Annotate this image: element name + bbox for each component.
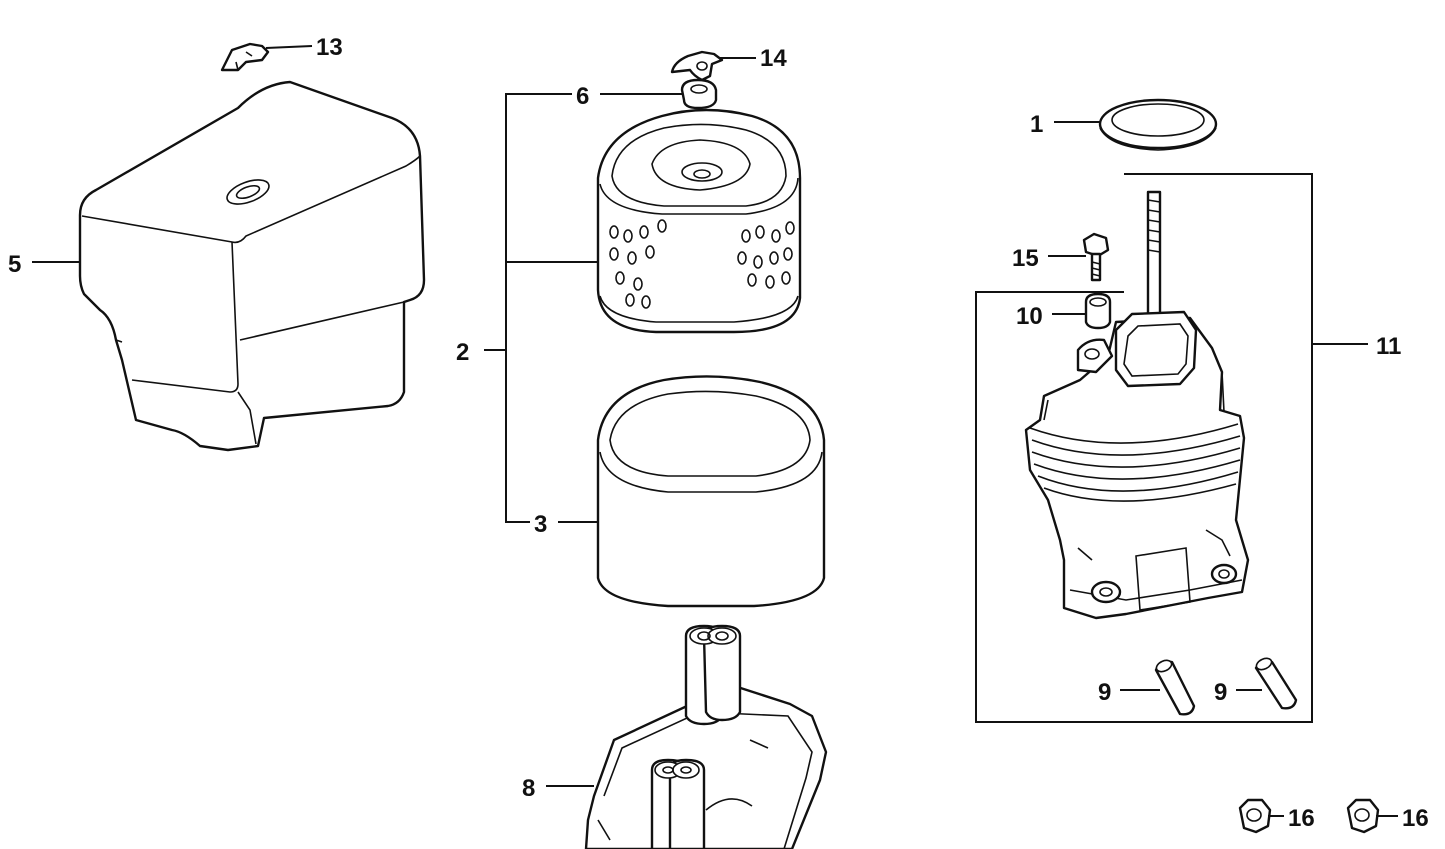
foam-element-part-3 — [596, 375, 826, 608]
filter-element-outer — [596, 108, 802, 334]
callout-2: 2 — [456, 339, 469, 366]
gasket-part-1 — [1098, 98, 1218, 151]
bolt-part-15 — [1082, 232, 1110, 282]
grommet-part-6 — [680, 78, 718, 110]
callout-14: 14 — [760, 45, 787, 72]
tube-part-9-right — [1254, 657, 1298, 710]
callout-10: 10 — [1016, 303, 1043, 330]
callout-15: 15 — [1012, 245, 1039, 272]
leader-13 — [265, 45, 313, 49]
callout-16-left: 16 — [1288, 805, 1315, 832]
tube-part-9-left — [1154, 659, 1196, 716]
callout-11: 11 — [1376, 333, 1401, 360]
wing-nut-part-13 — [220, 42, 270, 72]
callout-3: 3 — [534, 511, 547, 538]
wing-nut-part-14 — [670, 50, 724, 82]
air-cleaner-elbow-part-11 — [1024, 190, 1250, 620]
callout-8: 8 — [522, 775, 535, 802]
callout-9-left: 9 — [1098, 679, 1111, 706]
air-cleaner-cover-part-5 — [78, 80, 426, 452]
bracket-11 — [975, 173, 1368, 723]
callout-16-right: 16 — [1402, 805, 1429, 832]
air-cleaner-case-part-8 — [584, 624, 828, 849]
callout-13: 13 — [316, 34, 343, 61]
collar-part-10 — [1084, 292, 1112, 330]
nut-part-16-left — [1238, 798, 1272, 834]
callout-1: 1 — [1030, 111, 1043, 138]
callout-9-right: 9 — [1214, 679, 1227, 706]
perforation-holes — [609, 219, 795, 309]
nut-part-16-right — [1346, 798, 1380, 834]
callout-6: 6 — [576, 83, 589, 110]
callout-5: 5 — [8, 251, 21, 278]
bracket-2 — [484, 93, 604, 523]
